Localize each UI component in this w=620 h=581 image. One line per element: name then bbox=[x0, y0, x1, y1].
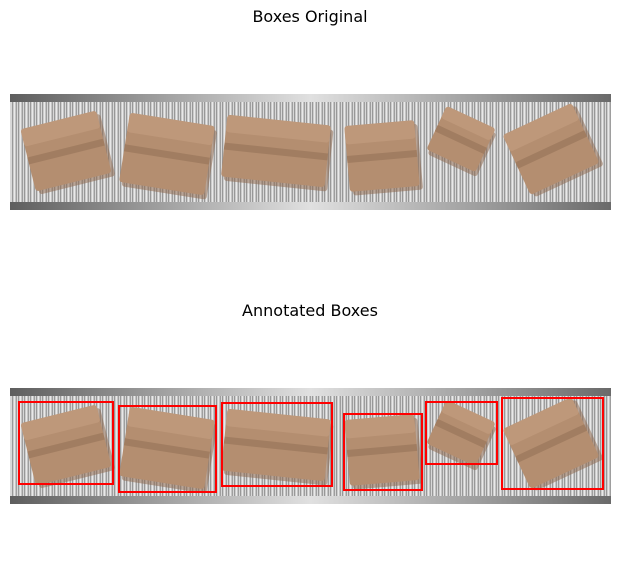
bounding-box bbox=[425, 401, 498, 465]
cardboard-box bbox=[503, 398, 603, 491]
cardboard-box bbox=[344, 414, 423, 490]
cardboard-box bbox=[221, 115, 334, 192]
cardboard-box bbox=[427, 106, 496, 177]
conveyor-image-original bbox=[10, 94, 611, 210]
cardboard-box bbox=[344, 120, 423, 196]
conveyor-svg bbox=[10, 388, 611, 504]
bounding-box bbox=[118, 405, 217, 493]
conveyor-image-annotated bbox=[10, 388, 611, 504]
cardboard-box bbox=[503, 104, 603, 197]
cardboard-box bbox=[21, 111, 115, 195]
conveyor-rail-top bbox=[10, 94, 611, 102]
conveyor-rail-bottom bbox=[10, 496, 611, 504]
conveyor-svg bbox=[10, 94, 611, 210]
bounding-box bbox=[343, 413, 423, 491]
panel-title-original: Boxes Original bbox=[252, 7, 368, 26]
cardboard-box bbox=[21, 405, 115, 489]
conveyor-rail-bottom bbox=[10, 202, 611, 210]
bounding-box bbox=[501, 397, 604, 490]
conveyor-rail-top bbox=[10, 388, 611, 396]
cardboard-box bbox=[427, 400, 496, 471]
cardboard-box bbox=[119, 407, 217, 494]
cardboard-box bbox=[119, 113, 217, 200]
cardboard-box bbox=[221, 409, 334, 486]
bounding-box bbox=[18, 401, 114, 485]
bounding-box bbox=[221, 402, 333, 487]
panel-title-annotated: Annotated Boxes bbox=[242, 301, 378, 320]
